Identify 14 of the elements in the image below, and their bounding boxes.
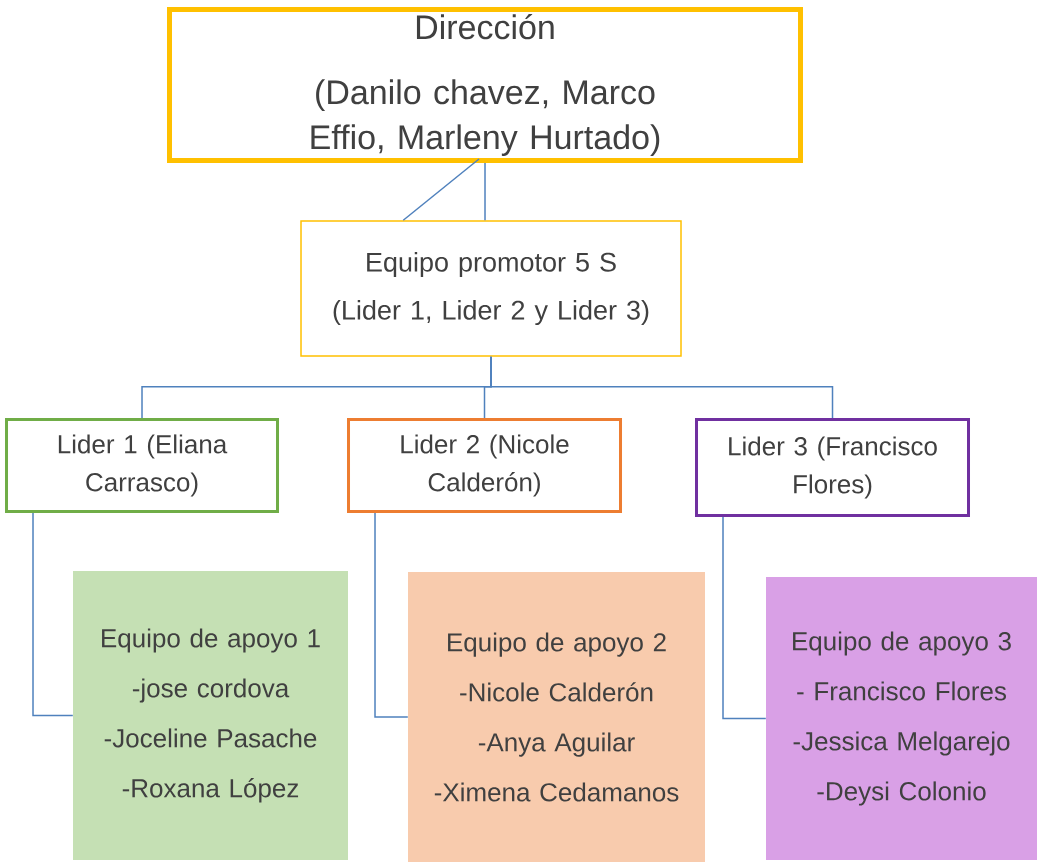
title-box: Dirección (Danilo chavez, Marco Effio, Marleny Hurtado) bbox=[167, 7, 803, 163]
connector-line bbox=[374, 512, 409, 718]
support-team-box: Equipo de apoyo 1 -jose cordova -Joceline Pasache -Roxana López bbox=[73, 571, 348, 860]
support-team-box: Equipo de apoyo 2 -Nicole Calderón -Anya Aguilar -Ximena Cedamanos bbox=[408, 572, 705, 862]
team-box: Equipo promotor 5 S (Lider 1, Lider 2 y Lider 3) bbox=[300, 220, 682, 357]
leader-box: Lider 1 (Eliana Carrasco) bbox=[5, 418, 279, 513]
leader-box: Lider 3 (Francisco Flores) bbox=[695, 418, 970, 517]
connector-line bbox=[722, 516, 767, 720]
connector-line bbox=[484, 162, 486, 221]
connector-line bbox=[32, 512, 74, 717]
leader-box: Lider 2 (Nicole Calderón) bbox=[347, 418, 622, 513]
connector-line bbox=[490, 356, 834, 419]
support-team-box: Equipo de apoyo 3 - Francisco Flores -Jessica Melgarejo -Deysi Colonio bbox=[766, 577, 1037, 860]
connector-line bbox=[402, 158, 480, 221]
